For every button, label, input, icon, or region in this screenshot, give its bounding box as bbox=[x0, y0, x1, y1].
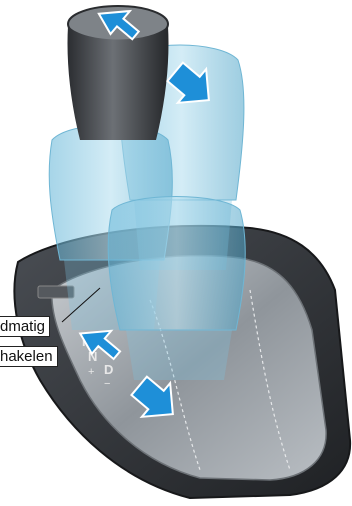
gate-letter-d: D bbox=[104, 362, 113, 377]
gate-symbol-minus: − bbox=[104, 378, 110, 390]
gate-symbol-plus: + bbox=[88, 366, 94, 378]
callout-label-line-1: dmatig bbox=[0, 316, 50, 337]
callout-label-line-2: hakelen bbox=[0, 346, 58, 367]
